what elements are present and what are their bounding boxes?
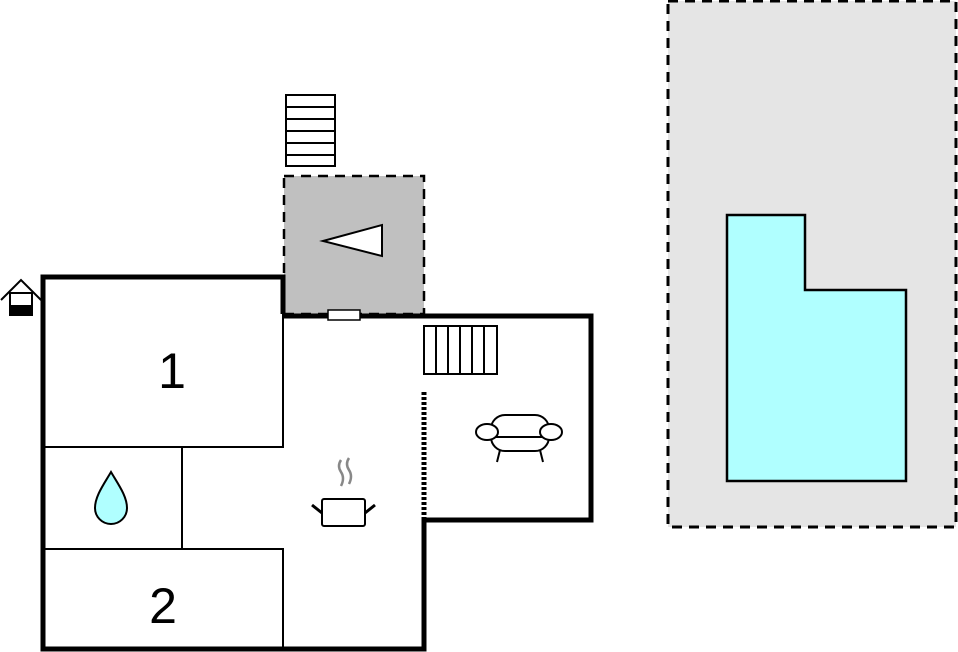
interior-walls [43,277,284,649]
stairs-icon [285,94,336,167]
window-icon [327,309,361,321]
stairs-icon [423,325,498,375]
house-entrance-icon [0,278,42,316]
terrace [282,174,426,316]
swimming-pool [725,213,908,483]
sofa-icon [475,414,563,463]
room-label-1: 1 [158,343,186,399]
exterior-walls [40,274,594,652]
room-label-2: 2 [149,578,177,634]
triangle-arrow-icon [319,223,383,258]
garden-area [666,0,958,529]
cooking-pot-icon [311,457,376,527]
water-drop-icon [93,470,129,525]
